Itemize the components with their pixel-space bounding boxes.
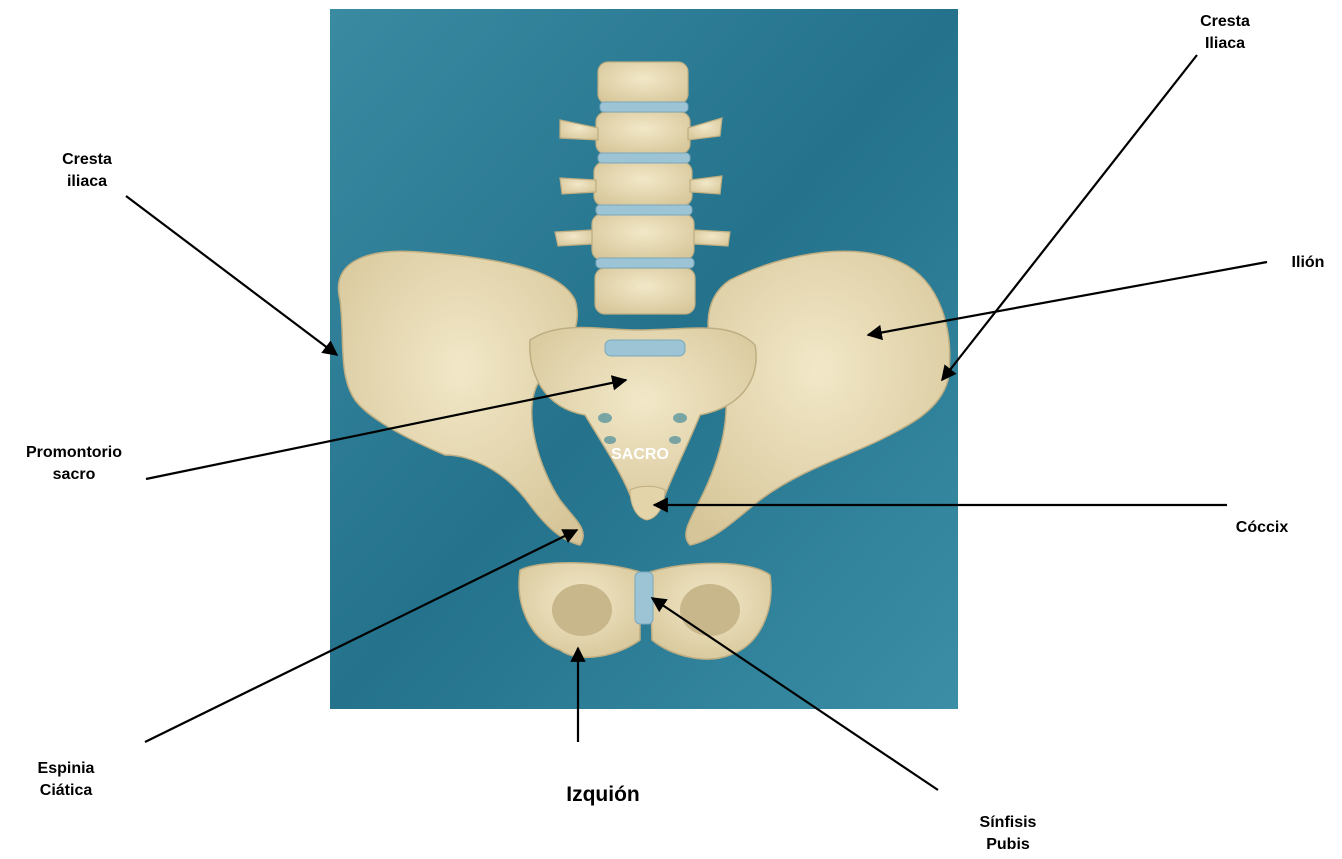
- label-cresta-iliaca-left: Cresta iliaca: [42, 149, 132, 193]
- label-cresta-iliaca-right: Cresta Iliaca: [1180, 11, 1270, 55]
- arrow-cresta-iliaca-right: [942, 55, 1197, 380]
- arrow-cresta-iliaca-left: [126, 196, 337, 355]
- label-promontorio: Promontorio sacro: [4, 442, 144, 486]
- label-coccix: Cóccix: [1222, 517, 1302, 539]
- sacro-label: SACRO: [611, 446, 669, 463]
- label-ilion: Ilión: [1278, 252, 1338, 274]
- label-espinia: Espinia Ciática: [16, 758, 116, 802]
- label-sinfisis: Sínfisis Pubis: [958, 812, 1058, 856]
- label-izquion: Izquión: [548, 784, 658, 806]
